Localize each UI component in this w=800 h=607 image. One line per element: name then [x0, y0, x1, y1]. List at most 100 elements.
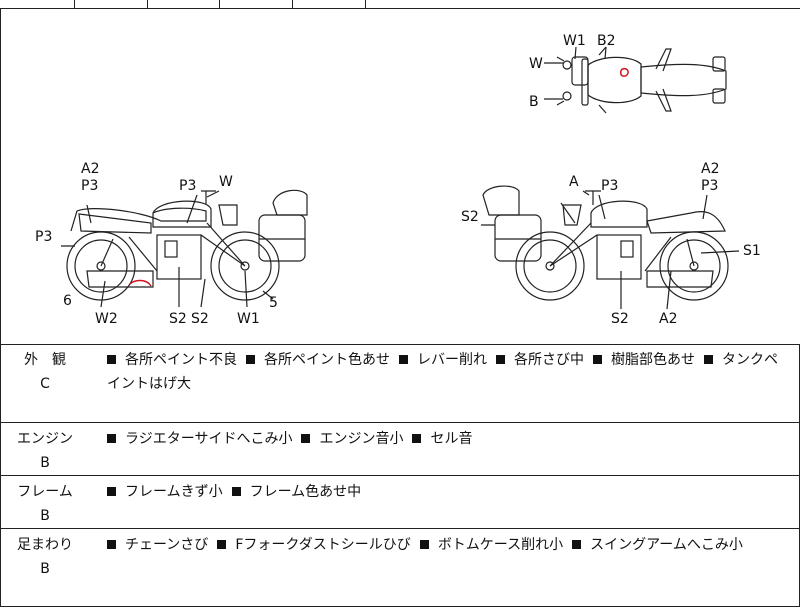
header-cell	[147, 0, 220, 8]
bullet-square-icon	[496, 355, 505, 364]
condition-item: タンクペイントはげ大	[107, 352, 778, 392]
condition-item: チェーンさび	[125, 536, 209, 553]
left-side-motorcycle	[66, 189, 308, 301]
label-right-a: A	[569, 174, 579, 190]
condition-table: 外 観 C 各所ペイント不良 各所ペイント色あせ レバー削れ 各所さび中 樹脂部色あせタンク…	[0, 344, 800, 607]
condition-grade: B	[40, 507, 50, 524]
condition-grade: C	[40, 376, 50, 392]
diagram-svg: W1 B2 W B A2 P3 P3 W P3 6 W2 S2 S2 W1 5 …	[35, 33, 761, 327]
condition-category-name: 足まわり	[17, 536, 73, 553]
label-right-p3-tank: P3	[601, 178, 618, 194]
label-left-a2: A2	[81, 161, 99, 177]
condition-item: エンジン音小	[319, 430, 404, 447]
right-side-motorcycle	[482, 185, 729, 301]
condition-items-cell: 各所ペイント不良 各所ペイント色あせ レバー削れ 各所さび中 樹脂部色あせタンクペイント…	[89, 344, 800, 423]
bullet-square-icon	[107, 355, 116, 364]
right-seat	[646, 210, 726, 234]
label-top-b2: B2	[597, 33, 616, 49]
bullet-square-icon	[704, 355, 713, 364]
left-damage-mark	[129, 279, 152, 287]
left-body-line	[70, 207, 207, 232]
bullet-square-icon	[301, 433, 311, 443]
label-left-s2-b: S2	[191, 311, 209, 327]
condition-items-cell: チェーンさび Fフォークダストシールひび ボトムケース削れ小 スイングアームへこみ小	[89, 528, 800, 607]
header-cell	[292, 0, 366, 8]
label-left-p3-tank: P3	[179, 178, 196, 194]
bullet-square-icon	[107, 433, 116, 443]
label-left-s2-a: S2	[169, 311, 187, 327]
condition-item: 各所ペイント不良	[125, 352, 237, 368]
label-right-p3-seat: P3	[701, 178, 718, 194]
condition-item: ボトムケース削れ小	[437, 536, 564, 553]
bullet-square-icon	[231, 486, 241, 496]
top-seat	[640, 63, 727, 97]
condition-item: フレーム色あせ中	[249, 483, 362, 500]
label-top-w: W	[529, 56, 543, 72]
condition-row: エンジン B ラジエターサイドへこみ小 エンジン音小 セル音	[0, 422, 800, 476]
label-left-w: W	[219, 174, 233, 190]
bullet-square-icon	[246, 355, 255, 364]
condition-item: セル音	[430, 430, 473, 447]
right-exhaust	[646, 270, 714, 288]
label-left-p3-tail: P3	[35, 229, 52, 245]
right-saddlebag	[494, 214, 542, 262]
top-headlight	[571, 56, 589, 86]
top-tank	[587, 56, 642, 104]
condition-item: レバー削れ	[417, 352, 487, 368]
bullet-square-icon	[593, 355, 602, 364]
label-right-s2-bag: S2	[461, 209, 479, 225]
condition-grade: B	[40, 454, 50, 471]
label-right-s1: S1	[743, 243, 761, 259]
left-headlight	[218, 204, 238, 226]
top-view-motorcycle	[556, 46, 727, 114]
right-engine	[596, 234, 642, 280]
condition-item: ラジエターサイドへこみ小	[125, 430, 293, 447]
condition-item: Fフォークダストシールひび	[235, 536, 411, 553]
condition-category-name: 外 観	[24, 352, 66, 368]
condition-item: フレームきず小	[125, 483, 223, 500]
motorcycle-damage-diagram: W1 B2 W B A2 P3 P3 W P3 6 W2 S2 S2 W1 5 …	[0, 9, 800, 345]
left-tank	[152, 200, 212, 228]
condition-item: 樹脂部色あせ	[611, 352, 695, 368]
label-right-a2-top: A2	[701, 161, 719, 177]
bullet-square-icon	[399, 355, 408, 364]
label-left-w2: W2	[95, 311, 118, 327]
right-headlight	[562, 204, 582, 226]
left-windshield	[272, 189, 308, 216]
condition-category-cell: フレーム B	[0, 475, 89, 529]
condition-category-cell: 外 観 C	[0, 344, 89, 423]
label-left-w1: W1	[237, 311, 260, 327]
bullet-square-icon	[217, 539, 227, 549]
condition-item: スイングアームへこみ小	[590, 536, 743, 553]
bullet-square-icon	[107, 539, 116, 549]
header-cell	[74, 0, 148, 8]
condition-category-name: エンジン	[17, 430, 73, 447]
top-damage-mark	[620, 67, 629, 77]
condition-item: 各所ペイント色あせ	[264, 352, 390, 368]
left-seat	[78, 213, 152, 234]
condition-row: 外 観 C 各所ペイント不良 各所ペイント色あせ レバー削れ 各所さび中 樹脂部色あせタンク…	[0, 344, 800, 423]
right-tank	[590, 200, 648, 228]
condition-row: フレーム B フレームきず小 フレーム色あせ中	[0, 475, 800, 529]
label-right-a2-bottom: A2	[659, 311, 677, 327]
header-cell	[219, 0, 293, 8]
bullet-square-icon	[107, 486, 116, 496]
condition-item: 各所さび中	[514, 352, 584, 368]
bullet-square-icon	[419, 539, 429, 549]
right-windshield	[482, 185, 520, 216]
left-saddlebag	[258, 214, 306, 262]
condition-items-cell: ラジエターサイドへこみ小 エンジン音小 セル音	[89, 422, 800, 476]
header-row-remnant	[0, 0, 800, 9]
label-left-6: 6	[63, 293, 72, 309]
label-top-b: B	[529, 94, 539, 110]
bullet-square-icon	[412, 433, 422, 443]
bullet-square-icon	[572, 539, 582, 549]
condition-category-name: フレーム	[17, 483, 73, 500]
label-left-p3-seat: P3	[81, 178, 98, 194]
header-cell	[0, 0, 75, 8]
condition-items-cell: フレームきず小 フレーム色あせ中	[89, 475, 800, 529]
left-exhaust	[86, 270, 154, 288]
